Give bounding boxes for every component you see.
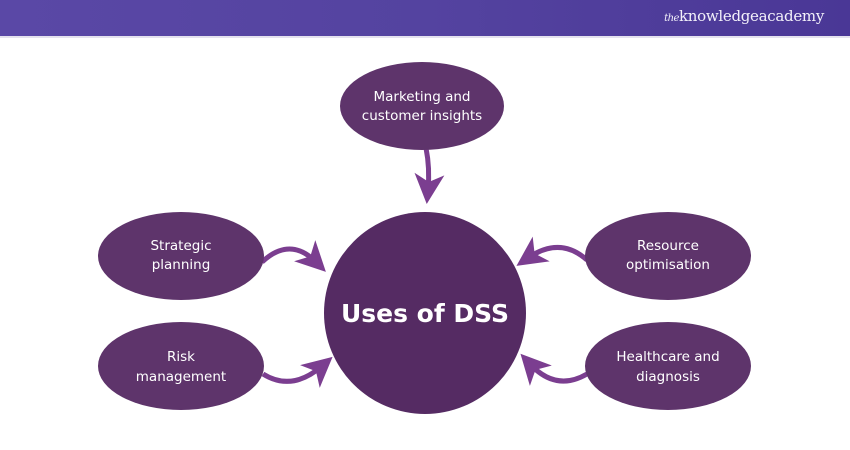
arrow-healthcare (520, 353, 589, 386)
node-strategic-shape (98, 212, 264, 300)
logo-name: knowledgeacademy (678, 7, 824, 25)
arrow-strategic (260, 240, 326, 272)
node-strategic-line2: planning (152, 257, 211, 273)
node-healthcare-line2: diagnosis (636, 369, 700, 385)
node-risk-shape (98, 322, 264, 410)
arrow-marketing (414, 147, 445, 204)
node-risk-line2: management (136, 369, 226, 385)
header-divider (0, 36, 850, 38)
header-bar: theknowledgeacademy (0, 0, 850, 36)
arrow-risk (261, 356, 333, 388)
node-risk: Risk management (98, 322, 264, 410)
brand-logo: theknowledgeacademy (664, 7, 824, 25)
center-label: Uses of DSS (341, 299, 509, 328)
center-node (324, 212, 526, 414)
node-healthcare: Healthcare and diagnosis (585, 322, 751, 410)
node-strategic: Strategic planning (98, 212, 264, 300)
arrow-resource (516, 236, 589, 266)
node-resource: Resource optimisation (585, 212, 751, 300)
node-marketing: Marketing and customer insights (340, 62, 504, 150)
node-strategic-line1: Strategic (150, 238, 211, 254)
node-marketing-shape (340, 62, 504, 150)
node-resource-line2: optimisation (626, 257, 710, 273)
logo-prefix: the (664, 13, 679, 24)
node-resource-line1: Resource (637, 238, 699, 254)
node-marketing-line1: Marketing and (374, 89, 471, 105)
node-resource-shape (585, 212, 751, 300)
node-healthcare-line1: Healthcare and (616, 349, 719, 365)
node-risk-line1: Risk (167, 349, 195, 365)
node-marketing-line2: customer insights (362, 108, 482, 124)
node-healthcare-shape (585, 322, 751, 410)
